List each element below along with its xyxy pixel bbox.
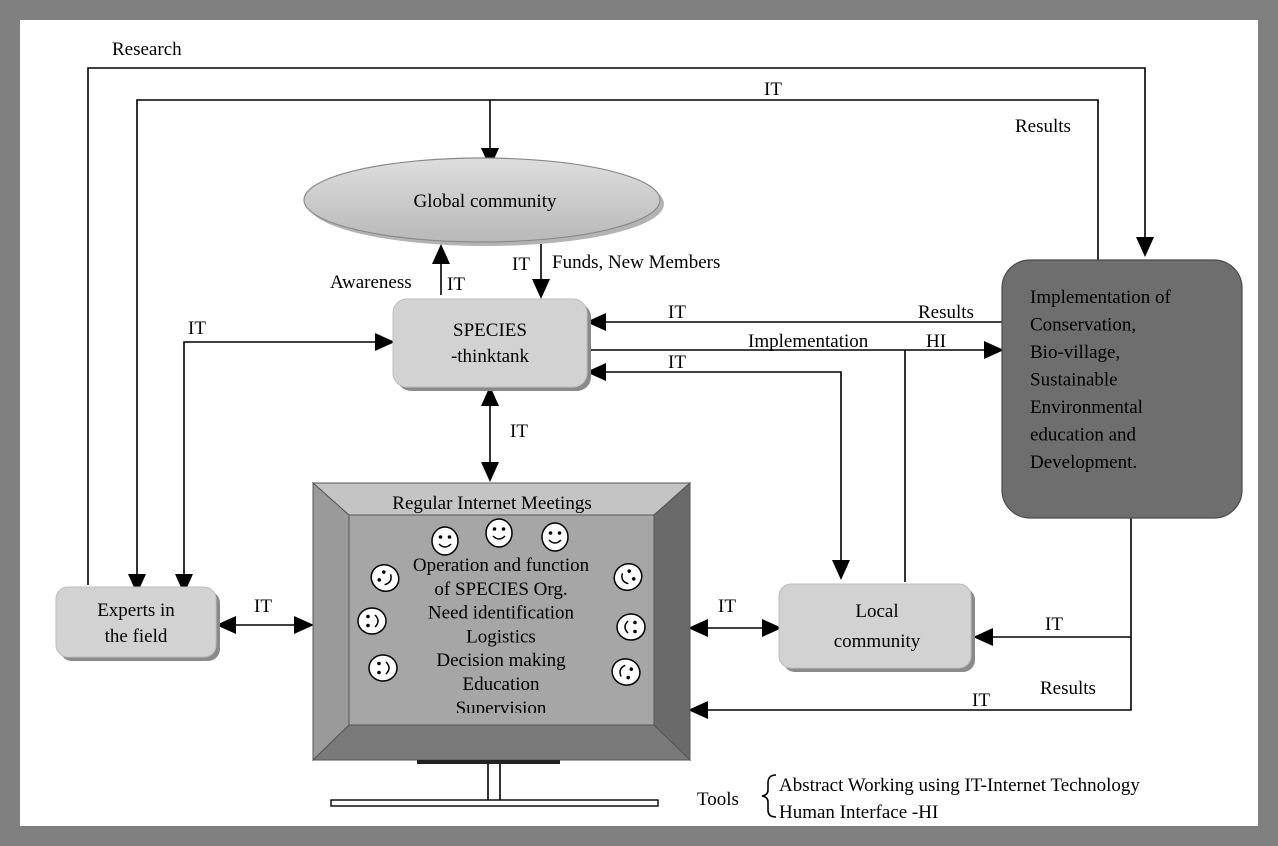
implementation-line: education and <box>1030 425 1137 446</box>
research-connector <box>87 67 1154 585</box>
implementation-line: Development. <box>1030 452 1137 473</box>
impl-monitor-results-label: Results <box>1040 678 1096 699</box>
legend-brace <box>761 774 777 818</box>
implementation-node: Implementation of Conservation, Bio-villag… <box>1001 259 1243 519</box>
experts-species-it-label: IT <box>188 318 206 339</box>
it-top-connector <box>128 99 1099 594</box>
implementation-label: Implementation <box>748 331 869 352</box>
experts-label-line1: Experts in <box>97 600 175 621</box>
monitor-line: Need identification <box>428 603 575 624</box>
funds-it-label: IT <box>512 254 530 275</box>
species-label-line2: -thinktank <box>451 346 530 367</box>
monitor-line: Education <box>462 674 540 695</box>
it-top-label: IT <box>764 79 782 100</box>
connectors <box>87 67 1154 719</box>
smiley-icon <box>611 658 641 686</box>
awareness-it-label: IT <box>447 274 465 295</box>
experts-node: Experts in the field <box>55 586 220 661</box>
implementation-line: Implementation of <box>1030 287 1172 308</box>
species-thinktank-node: SPECIES -thinktank <box>392 298 591 391</box>
results-species-label: Results <box>918 302 974 323</box>
impl-monitor-it-label: IT <box>972 690 990 711</box>
legend-title: Tools <box>697 789 739 810</box>
monitor-line: Operation and function <box>413 555 590 576</box>
species-local-connector <box>586 363 850 580</box>
implementation-line: Conservation, <box>1030 315 1136 336</box>
research-label: Research <box>112 39 182 60</box>
smiley-icon <box>485 518 513 548</box>
results-top-label: Results <box>1015 116 1071 137</box>
smiley-icon <box>370 563 400 593</box>
species-monitor-it-label: IT <box>510 421 528 442</box>
monitor-title: Regular Internet Meetings <box>392 493 591 514</box>
impl-local-it-label: IT <box>1045 614 1063 635</box>
smiley-icon <box>357 607 387 635</box>
global-community-label: Global community <box>413 191 557 212</box>
monitor-line: Decision making <box>436 650 566 671</box>
local-label-line2: community <box>834 631 921 652</box>
hi-label: HI <box>926 331 946 352</box>
impl-to-monitor-connector <box>688 518 1132 719</box>
legend-item-it: Abstract Working using IT-Internet Techn… <box>779 775 1140 796</box>
implementation-line: Sustainable <box>1030 370 1118 391</box>
local-community-node: Local community <box>778 583 975 672</box>
species-label-line1: SPECIES <box>453 320 527 341</box>
smiley-icon <box>368 654 398 682</box>
species-local-it-label: IT <box>668 352 686 373</box>
tools-legend: Tools Abstract Working using IT-Internet… <box>697 774 1140 823</box>
monitor-node: Regular Internet Meetings Operation and … <box>311 481 692 807</box>
monitor-base <box>330 799 659 807</box>
local-label-line1: Local <box>855 601 898 622</box>
legend-item-hi: Human Interface -HI <box>779 802 938 823</box>
smiley-faces <box>357 518 646 686</box>
experts-monitor-it-label: IT <box>254 596 272 617</box>
implementation-text: Implementation of Conservation, Bio-villag… <box>1030 287 1172 473</box>
monitor-local-it-label: IT <box>718 596 736 617</box>
funds-label: Funds, New Members <box>552 252 720 273</box>
awareness-label: Awareness <box>330 272 412 293</box>
smiley-icon <box>616 613 646 641</box>
implementation-line: Environmental <box>1030 397 1143 418</box>
smiley-icon <box>431 526 459 556</box>
monitor-line: Supervision <box>456 698 547 719</box>
monitor-text: Operation and function of SPECIES Org. Nee… <box>413 555 590 719</box>
global-community-node: Global community <box>303 157 664 246</box>
implementation-line: Bio-village, <box>1030 342 1120 363</box>
results-species-it-label: IT <box>668 302 686 323</box>
experts-species-connector <box>175 333 395 594</box>
monitor-line: of SPECIES Org. <box>434 579 567 600</box>
experts-label-line2: the field <box>105 626 168 647</box>
smiley-icon <box>541 522 569 552</box>
monitor-line: Logistics <box>466 626 536 647</box>
smiley-icon <box>613 562 643 592</box>
edge-labels: Research IT Results Awareness IT IT Fund… <box>112 39 1096 711</box>
